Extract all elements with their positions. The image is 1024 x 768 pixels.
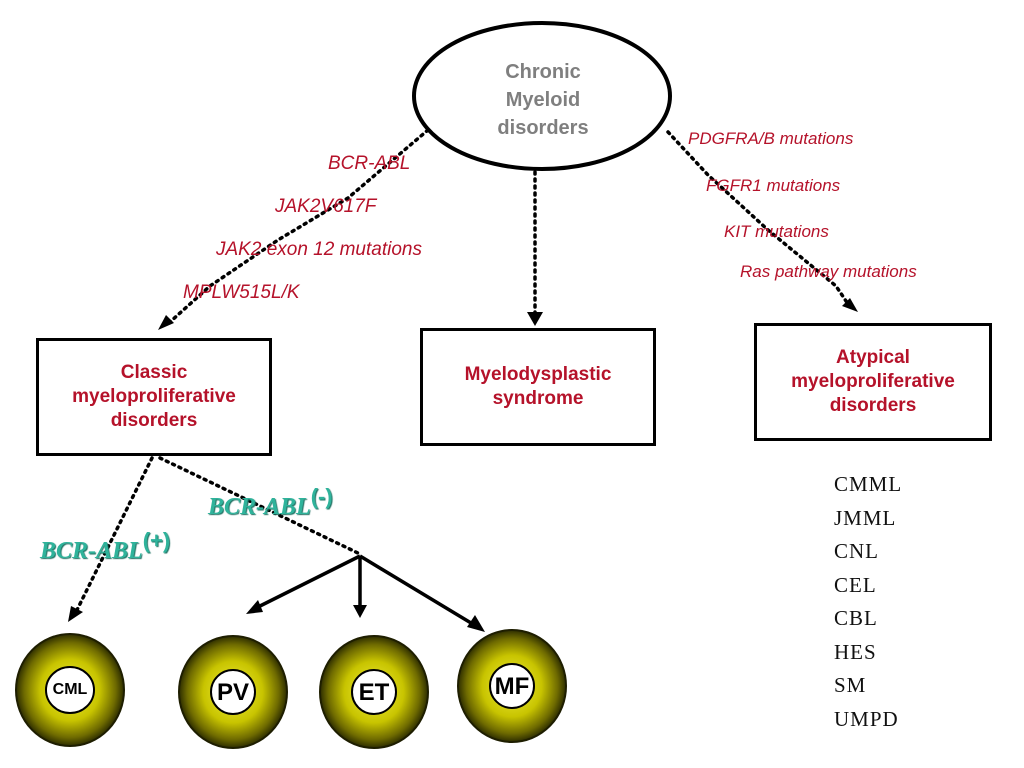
list-item: CBL bbox=[834, 606, 878, 630]
bcr-negative-sign: (-) bbox=[310, 484, 333, 509]
circle-cml bbox=[15, 633, 125, 747]
box-atypical-line-1: Atypical bbox=[836, 347, 910, 368]
root-ellipse bbox=[412, 21, 672, 171]
circle-label-et: ET bbox=[358, 679, 390, 706]
box-mds-line-2: syndrome bbox=[492, 388, 584, 409]
arrowhead-mf bbox=[467, 615, 485, 632]
circle-mf bbox=[457, 629, 567, 743]
box-classic-mpd: Classic myeloproliferative disorders bbox=[36, 338, 272, 456]
arrowhead-classic bbox=[158, 315, 174, 330]
root-line-3: disorders bbox=[497, 117, 589, 139]
bcr-positive-text: BCR-ABL bbox=[40, 538, 143, 564]
label-bcr-abl-negative: BCR-ABL(-) bbox=[208, 484, 333, 521]
label-bcr-abl-positive: BCR-ABL(+) bbox=[40, 528, 170, 565]
branch-to-pv bbox=[255, 554, 361, 610]
circle-et bbox=[319, 635, 429, 749]
mutation-fgfr1: FGFR1 mutations bbox=[706, 176, 841, 195]
list-item: CNL bbox=[834, 539, 879, 563]
mutation-mplw515: MPLW515L/K bbox=[183, 282, 300, 303]
atypical-disorders-list: CMML JMML CNL CEL CBL HES SM UMPD bbox=[834, 468, 902, 736]
list-item: CEL bbox=[834, 572, 877, 597]
arrowhead-cml bbox=[68, 606, 83, 622]
mutation-jak2-exon12: JAK2 exon 12 mutations bbox=[216, 239, 422, 260]
box-atypical-line-3: disorders bbox=[829, 395, 917, 416]
circle-label-pv: PV bbox=[216, 679, 249, 706]
connector-root-to-classic bbox=[168, 128, 430, 324]
root-title: Chronic Myeloid disorders bbox=[478, 58, 608, 142]
arrowhead-mds bbox=[527, 312, 543, 326]
box-mds-line-1: Myelodysplastic bbox=[464, 364, 612, 385]
box-atypical-line-2: myeloproliferative bbox=[791, 371, 955, 392]
box-classic-line-3: disorders bbox=[110, 410, 198, 431]
mutation-ras-pathway: Ras pathway mutations bbox=[740, 262, 917, 281]
list-item: HES bbox=[834, 639, 877, 664]
box-classic-line-1: Classic bbox=[120, 362, 188, 383]
arrowhead-pv bbox=[246, 600, 263, 614]
mutation-kit: KIT mutations bbox=[724, 222, 829, 241]
arrowhead-et bbox=[353, 605, 367, 618]
branch-to-mf bbox=[359, 554, 477, 628]
circle-label-cml: CML bbox=[52, 681, 88, 698]
connector-root-to-atypical bbox=[666, 130, 850, 306]
mutation-jak2v617f: JAK2V617F bbox=[275, 196, 377, 217]
list-item: JMML bbox=[834, 505, 897, 530]
mutation-pdgfra-b: PDGFRA/B mutations bbox=[688, 129, 854, 148]
connector-classic-to-split bbox=[158, 456, 362, 556]
box-myelodysplastic: Myelodysplastic syndrome bbox=[420, 328, 656, 446]
mutation-bcr-abl: BCR-ABL bbox=[328, 153, 411, 174]
box-atypical-mpd: Atypical myeloproliferative disorders bbox=[754, 323, 992, 441]
list-item: SM bbox=[834, 673, 867, 697]
root-line-1: Chronic bbox=[505, 61, 581, 83]
root-line-2: Myeloid bbox=[505, 89, 581, 111]
bcr-positive-sign: (+) bbox=[142, 528, 171, 553]
connector-classic-to-cml bbox=[74, 456, 154, 614]
bcr-negative-text: BCR-ABL bbox=[208, 494, 311, 520]
list-item: CMML bbox=[834, 472, 903, 496]
circle-label-mf: MF bbox=[494, 673, 530, 700]
box-classic-line-2: myeloproliferative bbox=[72, 386, 236, 407]
list-item: UMPD bbox=[834, 706, 899, 731]
circle-pv bbox=[178, 635, 288, 749]
arrowhead-atypical bbox=[842, 298, 858, 312]
